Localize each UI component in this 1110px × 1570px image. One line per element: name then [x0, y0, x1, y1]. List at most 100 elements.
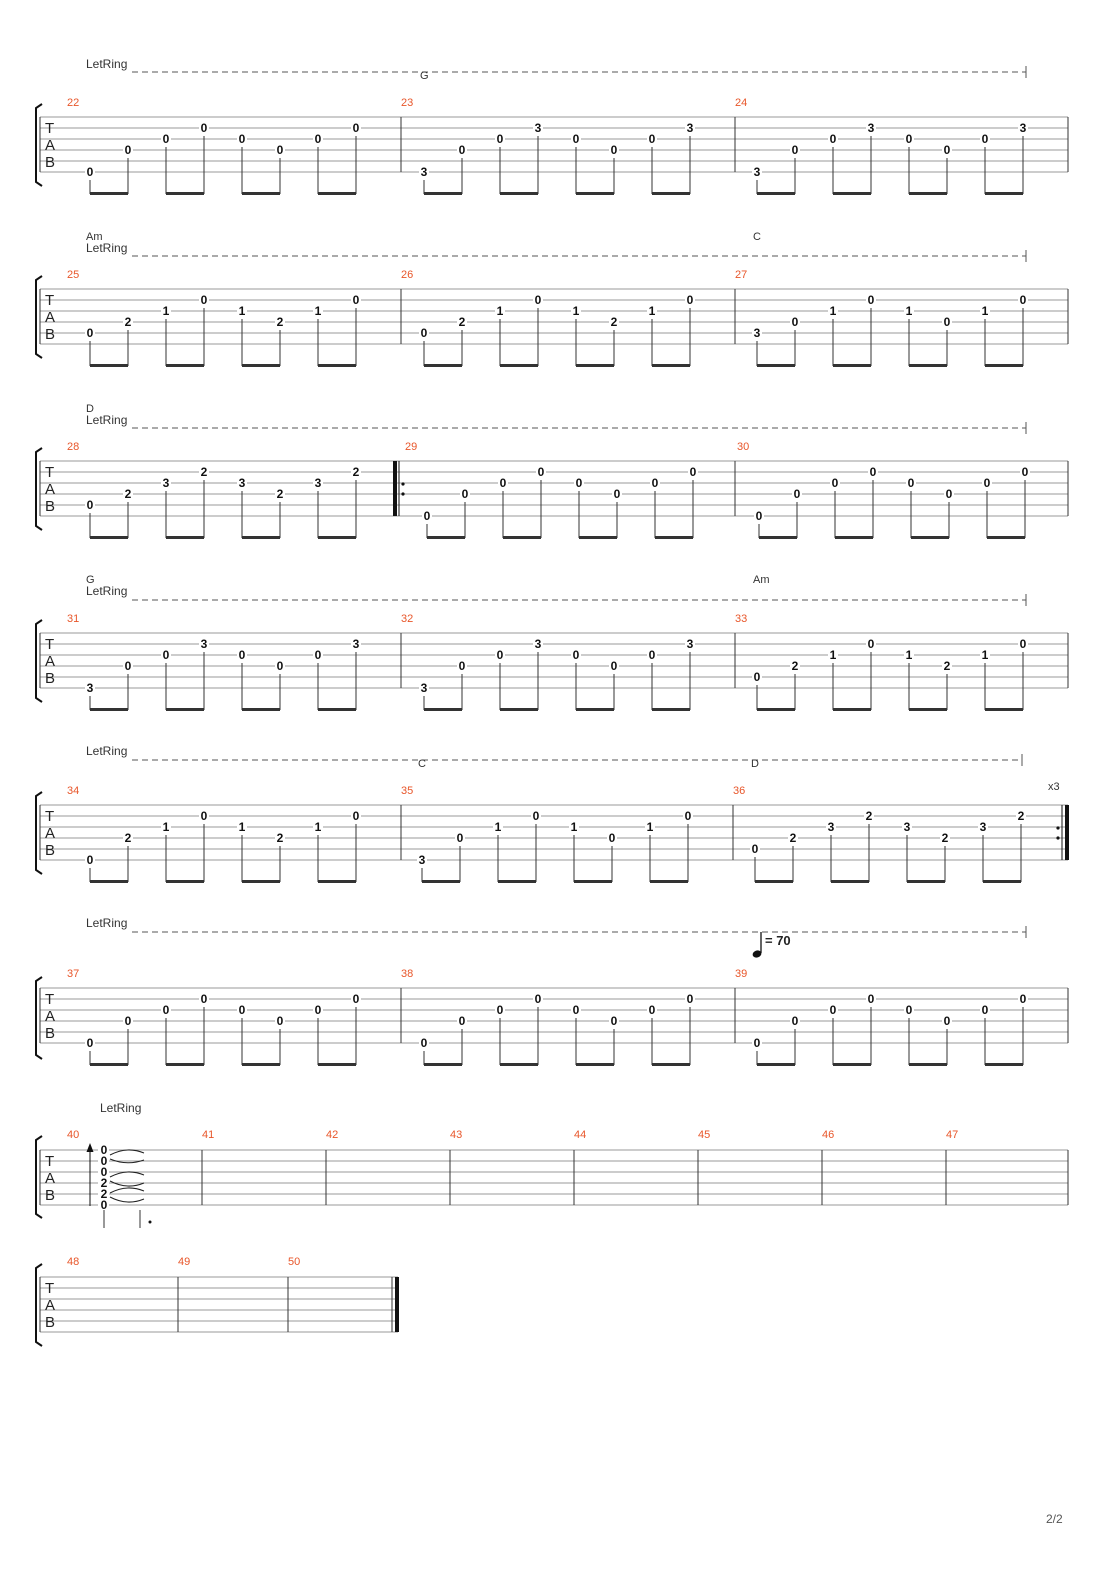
tab-clef-b: B: [45, 1025, 55, 1042]
fret-number: 0: [754, 1036, 761, 1050]
note-beam: [985, 708, 1023, 711]
fret-number: 0: [1020, 992, 1027, 1006]
tab-clef-b: B: [45, 498, 55, 515]
fret-number: 0: [754, 670, 761, 684]
fret-number: 0: [500, 476, 507, 490]
let-ring-label: LetRing: [86, 241, 127, 255]
fret-number: 0: [163, 648, 170, 662]
note-beam: [652, 1063, 690, 1066]
tab-clef-b: B: [45, 1187, 55, 1204]
fret-number: 0: [611, 143, 618, 157]
fret-number: 3: [419, 853, 426, 867]
fret-number: 0: [457, 831, 464, 845]
note-beam: [500, 1063, 538, 1066]
fret-number: 0: [687, 293, 694, 307]
fret-number: 0: [652, 476, 659, 490]
fret-number: 3: [980, 820, 987, 834]
note-beam: [835, 536, 873, 539]
measure-number: 26: [401, 269, 413, 281]
note-beam: [576, 364, 614, 367]
tab-clef-b: B: [45, 154, 55, 171]
let-ring-label: LetRing: [86, 413, 127, 427]
note-beam: [909, 364, 947, 367]
tab-clef-b: B: [45, 842, 55, 859]
measure-number: 42: [326, 1129, 338, 1141]
fret-number: 0: [277, 143, 284, 157]
fret-number: 0: [830, 1003, 837, 1017]
fret-number: 0: [538, 465, 545, 479]
note-beam: [576, 192, 614, 195]
fret-number: 0: [908, 476, 915, 490]
note-beam: [574, 880, 612, 883]
note-beam: [579, 536, 617, 539]
fret-number: 3: [1020, 121, 1027, 135]
measure-number: 29: [405, 441, 417, 453]
fret-number: 3: [904, 820, 911, 834]
note-beam: [909, 708, 947, 711]
repeat-dot: [401, 482, 405, 486]
note-beam: [757, 708, 795, 711]
let-ring-label: LetRing: [86, 916, 127, 930]
fret-number: 0: [87, 165, 94, 179]
final-barline: [395, 1277, 399, 1332]
fret-number: 3: [201, 637, 208, 651]
fret-number: 0: [239, 648, 246, 662]
note-beam: [500, 364, 538, 367]
fret-number: 1: [649, 304, 656, 318]
note-beam: [652, 192, 690, 195]
tab-clef-a: A: [45, 481, 55, 498]
tab-clef-t: T: [45, 636, 54, 653]
fret-number: 1: [906, 648, 913, 662]
fret-number: 0: [944, 1014, 951, 1028]
fret-number: 0: [832, 476, 839, 490]
fret-number: 1: [571, 820, 578, 834]
note-beam: [652, 364, 690, 367]
fret-number: 0: [535, 992, 542, 1006]
note-beam: [242, 1063, 280, 1066]
fret-number: 0: [1020, 293, 1027, 307]
measure-number: 44: [574, 1129, 586, 1141]
fret-number: 2: [277, 831, 284, 845]
fret-number: 1: [573, 304, 580, 318]
note-beam: [166, 1063, 204, 1066]
tab-clef-a: A: [45, 1008, 55, 1025]
system-5: LetRing C D x3 T A B 34 35 36 0210121030…: [35, 744, 1069, 883]
tab-clef-t: T: [45, 991, 54, 1008]
fret-number: 0: [685, 809, 692, 823]
fret-number: 2: [790, 831, 797, 845]
fret-number: 3: [353, 637, 360, 651]
fret-number: 3: [315, 476, 322, 490]
fret-number: 0: [576, 476, 583, 490]
fret-number: 0: [535, 293, 542, 307]
let-ring-label: LetRing: [100, 1101, 141, 1115]
system-8: T A B 48 49 50: [35, 1256, 399, 1347]
fret-number: 0: [424, 509, 431, 523]
note-beam: [833, 708, 871, 711]
measure-number: 46: [822, 1129, 834, 1141]
repeat-count: x3: [1048, 781, 1060, 793]
fret-number: 2: [792, 659, 799, 673]
note-beam: [985, 1063, 1023, 1066]
fret-number: 0: [792, 1014, 799, 1028]
fret-number: 0: [462, 487, 469, 501]
let-ring-label: LetRing: [86, 744, 127, 758]
note-beam: [755, 880, 793, 883]
fret-number: 0: [239, 132, 246, 146]
fret-number: 0: [982, 132, 989, 146]
fret-number: 0: [1020, 637, 1027, 651]
note-beam: [318, 536, 356, 539]
tab-clef-a: A: [45, 309, 55, 326]
chord-symbol: C: [753, 231, 761, 243]
fret-number: 0: [573, 1003, 580, 1017]
tab-clef-t: T: [45, 1280, 54, 1297]
fret-number: 2: [201, 465, 208, 479]
fret-number: 1: [315, 304, 322, 318]
fret-number: 0: [752, 842, 759, 856]
tab-clef-b: B: [45, 1314, 55, 1331]
fret-number: 1: [495, 820, 502, 834]
repeat-dot: [401, 492, 405, 496]
fret-number: 0: [87, 326, 94, 340]
note-beam: [759, 536, 797, 539]
note-beam: [833, 192, 871, 195]
chord-symbol: D: [86, 403, 94, 415]
